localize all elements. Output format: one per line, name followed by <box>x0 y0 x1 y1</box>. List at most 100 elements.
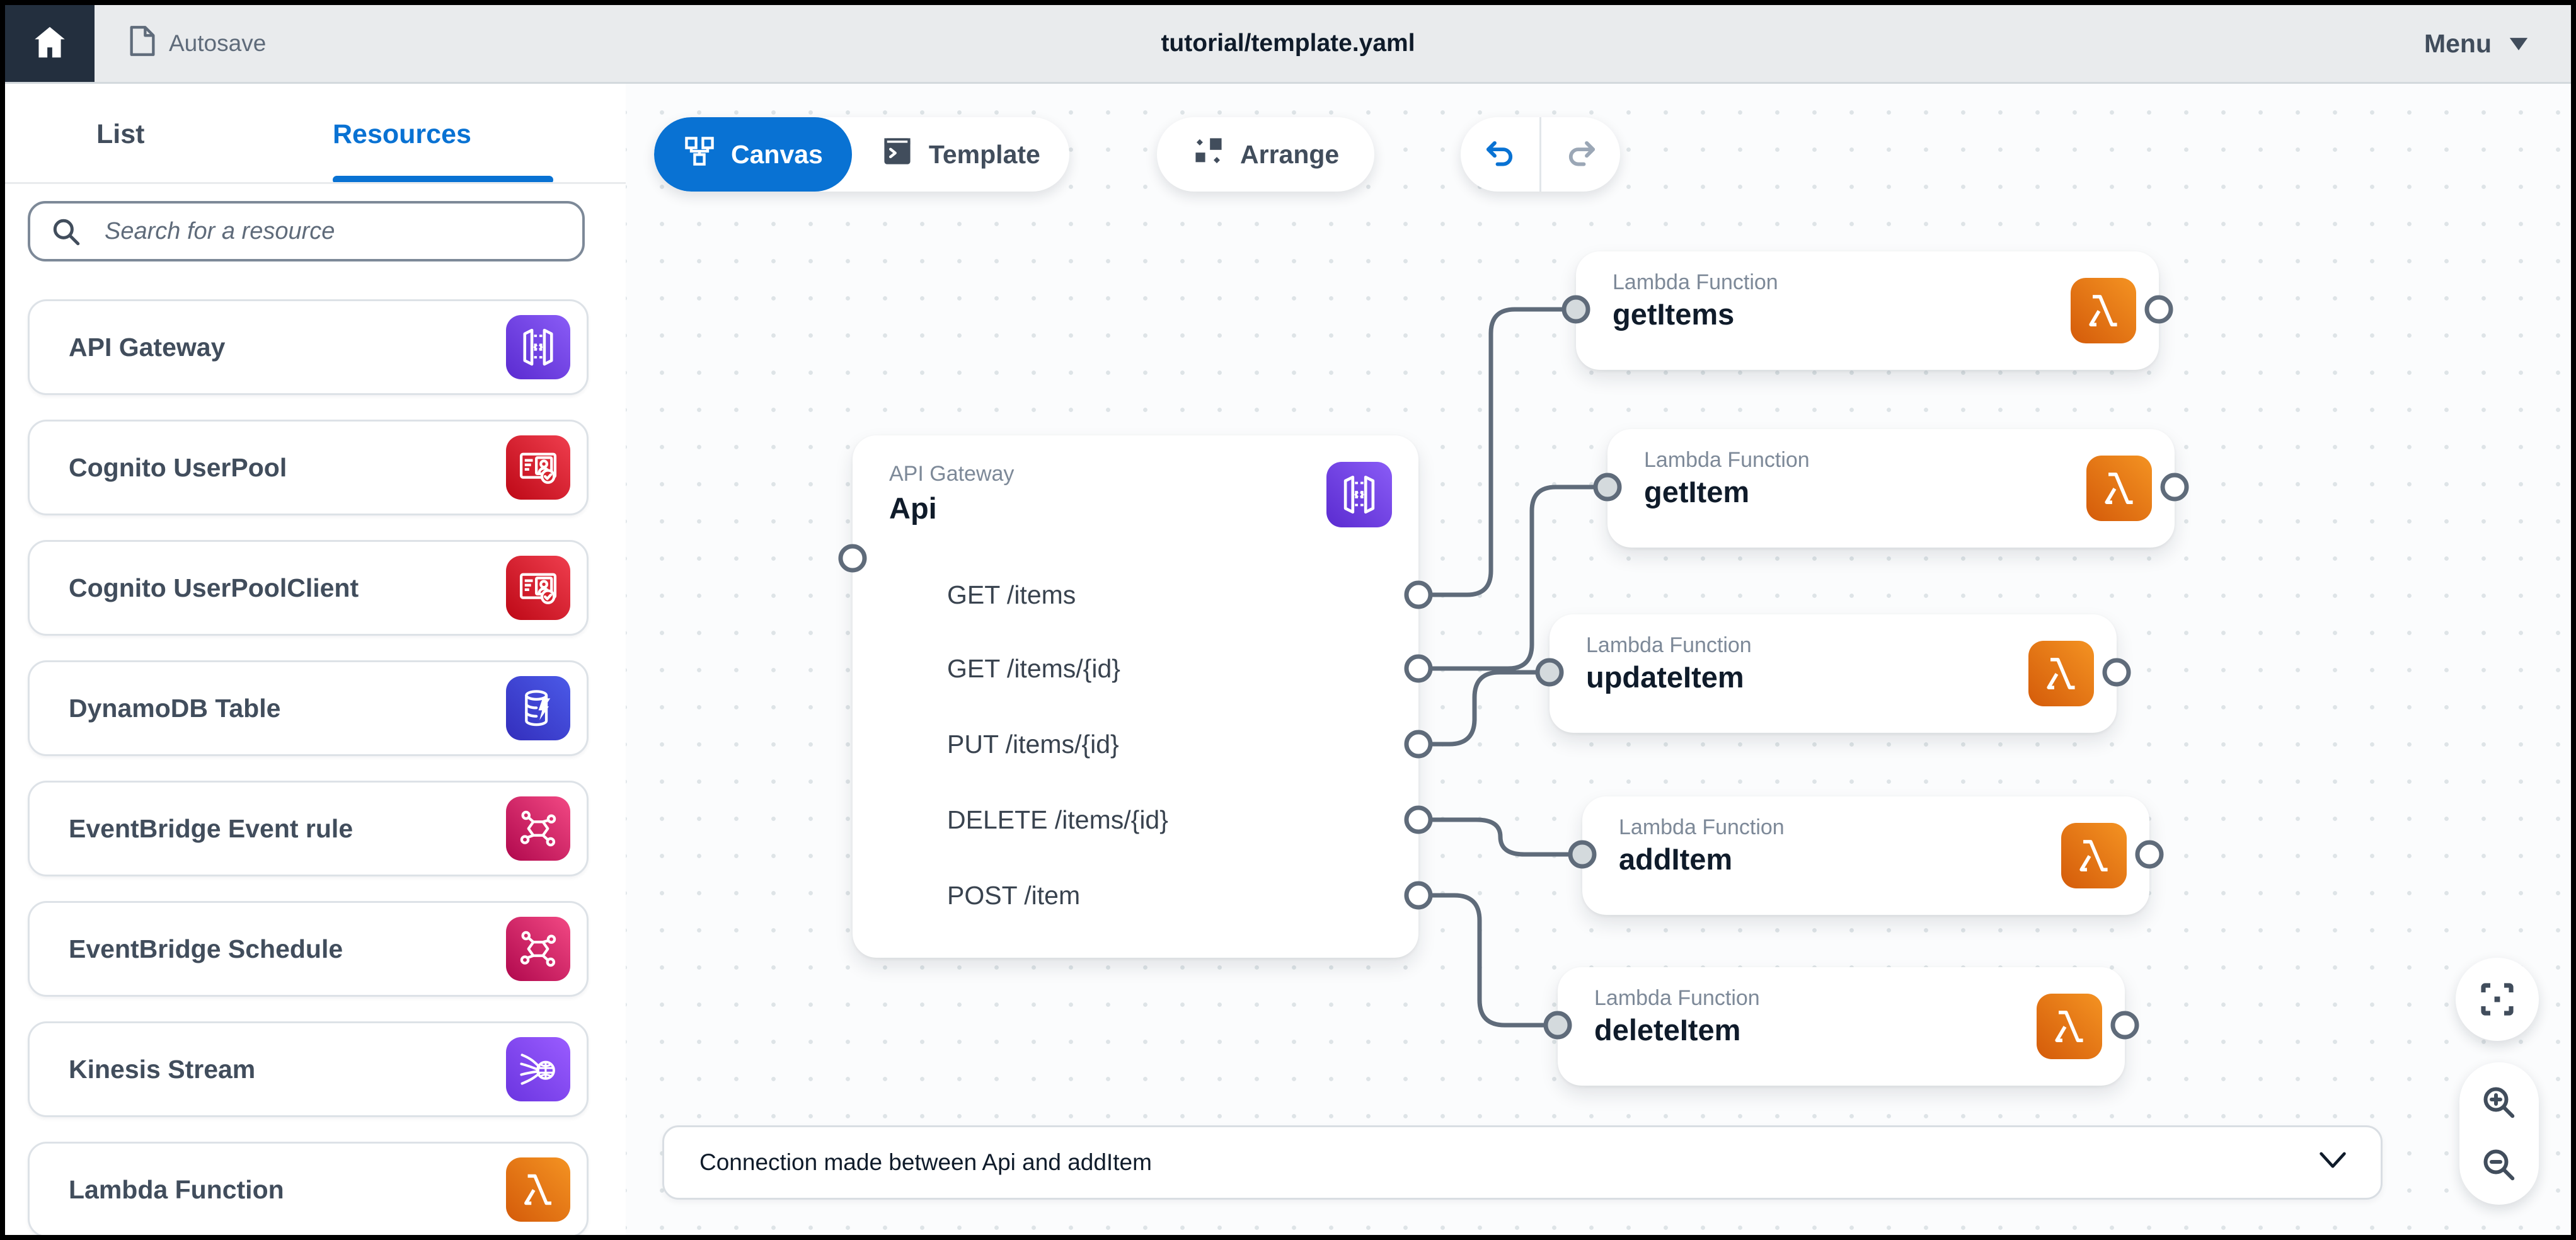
canvas-card-updateitem[interactable]: Lambda Function updateItem <box>1550 614 2117 733</box>
resource-sidebar: List Resources API Gateway Cognito UserP… <box>5 84 626 1235</box>
api-route[interactable]: PUT /items/{id} <box>947 730 1119 759</box>
view-switcher: Canvas Template <box>654 117 1069 192</box>
tab-list[interactable]: List <box>96 84 144 185</box>
history-controls <box>1461 117 1620 192</box>
resource-item-dynamodb-table[interactable]: DynamoDB Table <box>28 660 589 756</box>
arrange-button[interactable]: Arrange <box>1163 117 1368 192</box>
resource-item-cognito-userpool[interactable]: Cognito UserPool <box>28 420 589 515</box>
search-icon <box>50 216 82 251</box>
resource-label: Cognito UserPool <box>69 452 287 482</box>
search-input[interactable] <box>28 201 585 261</box>
canvas-card-api[interactable]: API Gateway Api GET /items GET /items/{i… <box>853 435 1418 958</box>
notification-message: Connection made between Api and addItem <box>699 1149 1152 1175</box>
redo-button[interactable] <box>1539 117 1620 192</box>
tab-list-label: List <box>96 118 145 149</box>
resource-item-eventbridge-schedule[interactable]: EventBridge Schedule <box>28 901 589 997</box>
api-route[interactable]: GET /items <box>947 580 1076 609</box>
menu-button[interactable]: Menu <box>2424 5 2529 82</box>
document-title: tutorial/template.yaml <box>1161 30 1415 57</box>
resource-label: EventBridge Event rule <box>69 813 354 843</box>
zoom-in-button[interactable] <box>2474 1077 2524 1128</box>
api-route[interactable]: DELETE /items/{id} <box>947 805 1168 834</box>
dynamodb-icon <box>506 676 570 740</box>
node-name: deleteItem <box>1594 1013 1741 1047</box>
resource-search <box>28 201 585 261</box>
node-name: getItem <box>1644 475 1750 508</box>
home-icon <box>30 23 69 65</box>
resource-label: API Gateway <box>69 332 226 362</box>
template-code-icon <box>881 135 914 174</box>
autosave-indicator: Autosave <box>129 5 266 82</box>
node-type-label: Lambda Function <box>1613 270 1778 294</box>
canvas-view-icon <box>683 135 716 174</box>
canvas[interactable]: Canvas Template Arrange <box>626 84 2571 1235</box>
resource-label: Lambda Function <box>69 1174 284 1204</box>
notification-bar: Connection made between Api and addItem <box>662 1125 2383 1200</box>
tab-template[interactable]: Template <box>852 117 1069 192</box>
zoom-out-icon <box>2483 1149 2515 1180</box>
home-button[interactable] <box>5 5 95 82</box>
chevron-down-icon <box>2508 29 2529 59</box>
lambda-icon <box>2037 994 2102 1059</box>
kinesis-icon <box>506 1037 570 1101</box>
api-gateway-icon <box>1326 462 1392 527</box>
resource-item-lambda-function[interactable]: Lambda Function <box>28 1142 589 1235</box>
node-name: getItems <box>1613 297 1735 331</box>
node-name: updateItem <box>1586 660 1744 694</box>
zoom-in-icon <box>2483 1087 2515 1118</box>
node-type-label: Lambda Function <box>1586 633 1752 657</box>
node-name: addItem <box>1619 842 1733 876</box>
top-bar: Autosave tutorial/template.yaml Menu <box>5 5 2571 84</box>
node-type-label: API Gateway <box>889 462 1015 486</box>
cognito-icon <box>506 435 570 500</box>
resource-item-eventbridge-event-rule[interactable]: EventBridge Event rule <box>28 781 589 876</box>
resource-item-api-gateway[interactable]: API Gateway <box>28 299 589 395</box>
eventbridge-icon <box>506 917 570 981</box>
tab-resources-label: Resources <box>333 118 471 149</box>
cognito-icon <box>506 556 570 620</box>
lambda-icon <box>2071 278 2136 343</box>
tab-canvas[interactable]: Canvas <box>654 117 852 192</box>
node-name: Api <box>889 491 937 525</box>
divider <box>5 182 626 184</box>
resource-item-cognito-userpoolclient[interactable]: Cognito UserPoolClient <box>28 540 589 636</box>
file-icon <box>129 25 156 63</box>
lambda-icon <box>506 1157 570 1222</box>
eventbridge-icon <box>506 796 570 861</box>
resource-item-kinesis-stream[interactable]: Kinesis Stream <box>28 1021 589 1117</box>
resource-label: Kinesis Stream <box>69 1054 256 1084</box>
zoom-out-button[interactable] <box>2474 1140 2524 1190</box>
canvas-card-getitems[interactable]: Lambda Function getItems <box>1576 251 2159 370</box>
api-route[interactable]: POST /item <box>947 881 1081 910</box>
canvas-card-additem[interactable]: Lambda Function addItem <box>1582 796 2149 915</box>
zoom-controls <box>2459 1062 2539 1205</box>
node-type-label: Lambda Function <box>1644 448 1810 472</box>
canvas-card-getitem[interactable]: Lambda Function getItem <box>1607 429 2175 548</box>
arrange-control: Arrange <box>1157 117 1375 192</box>
menu-label: Menu <box>2424 28 2492 58</box>
lambda-icon <box>2028 641 2094 706</box>
tab-template-label: Template <box>928 139 1040 169</box>
chevron-down-icon <box>2320 1152 2346 1168</box>
arrange-icon <box>1192 135 1225 174</box>
fit-screen-icon <box>2481 983 2514 1016</box>
resource-label: EventBridge Schedule <box>69 934 343 963</box>
arrange-label: Arrange <box>1240 139 1340 169</box>
canvas-card-deleteitem[interactable]: Lambda Function deleteItem <box>1558 967 2125 1086</box>
fit-to-screen-button[interactable] <box>2456 958 2539 1041</box>
lambda-icon <box>2061 823 2127 888</box>
tab-canvas-label: Canvas <box>731 139 823 169</box>
resource-label: Cognito UserPoolClient <box>69 573 359 602</box>
lambda-icon <box>2086 456 2152 521</box>
active-tab-underline <box>333 176 553 184</box>
notification-collapse-button[interactable] <box>2319 1151 2347 1173</box>
node-type-label: Lambda Function <box>1594 986 1760 1010</box>
resource-label: DynamoDB Table <box>69 693 281 723</box>
api-route[interactable]: GET /items/{id} <box>947 654 1120 683</box>
node-type-label: Lambda Function <box>1619 815 1785 839</box>
autosave-label: Autosave <box>169 30 267 56</box>
tab-resources[interactable]: Resources <box>333 84 471 185</box>
undo-button[interactable] <box>1461 117 1539 192</box>
undo-icon <box>1486 141 1512 166</box>
